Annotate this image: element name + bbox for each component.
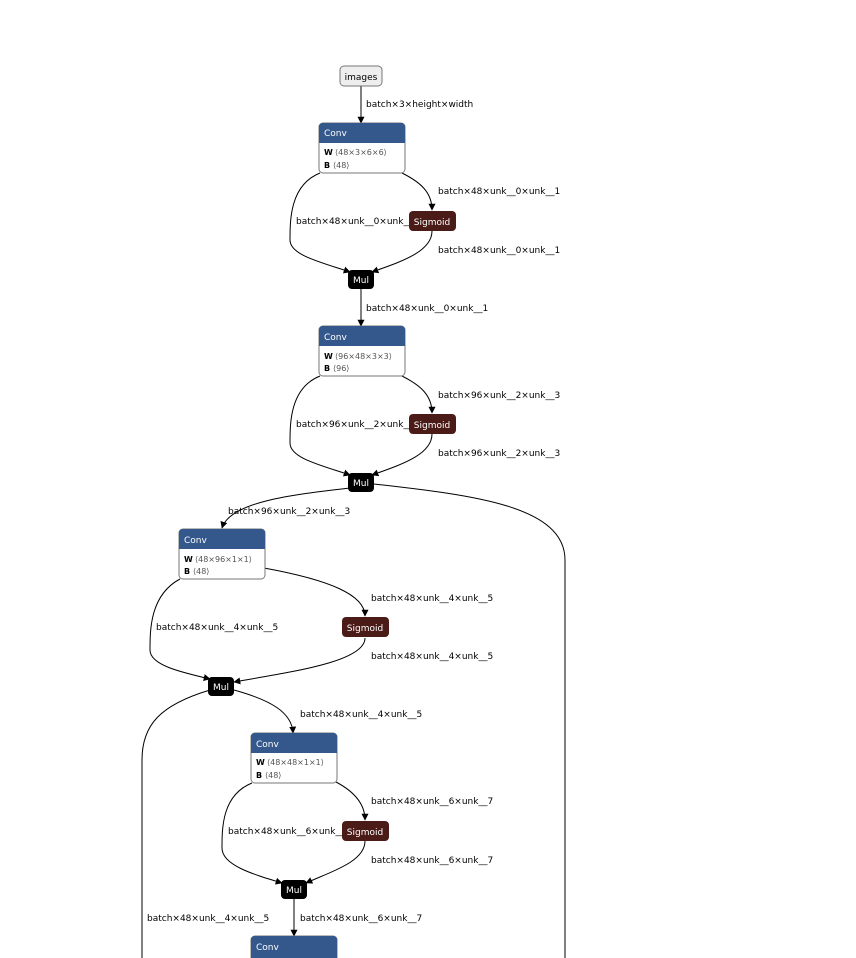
attr-key: B <box>184 567 190 576</box>
sigmoid-node[interactable]: Sigmoid <box>342 617 389 637</box>
mul-node[interactable]: Mul <box>348 270 374 289</box>
attr-value: ⟨96×48×3×3⟩ <box>335 352 392 361</box>
sigmoid-label: Sigmoid <box>414 218 450 228</box>
edge-label: batch×48×unk__0×unk__1 <box>366 304 488 314</box>
mul-node[interactable]: Mul <box>281 880 307 899</box>
edge <box>371 230 433 274</box>
attr-key: B <box>256 771 262 780</box>
conv-node-title: Conv <box>256 943 279 953</box>
attr-value: ⟨96⟩ <box>333 364 349 373</box>
sigmoid-node[interactable]: Sigmoid <box>409 414 456 434</box>
attr-key: W <box>184 555 193 564</box>
edge-label: batch×48×unk__4×unk__5 <box>300 710 422 720</box>
attr-key: B <box>324 161 330 170</box>
conv-node[interactable]: Conv W ⟨96×48×3×3⟩ B ⟨96⟩ <box>318 325 406 377</box>
attr-key: W <box>324 352 333 361</box>
edge-labels: batch×3×height×width batch×48×unk__0×unk… <box>147 100 560 924</box>
attr-value: ⟨48×48×1×1⟩ <box>267 758 324 767</box>
edge <box>289 375 351 477</box>
mul-node[interactable]: Mul <box>208 677 234 696</box>
edge-label: batch×48×unk__4×unk__5 <box>371 594 493 604</box>
edge <box>233 689 297 734</box>
attr-key: B <box>324 364 330 373</box>
mul-label: Mul <box>353 479 369 489</box>
conv-node-title: Conv <box>324 129 347 139</box>
mul-label: Mul <box>353 276 369 286</box>
sigmoid-label: Sigmoid <box>414 421 450 431</box>
edge-label: batch×48×unk__6×unk__7 <box>371 856 493 866</box>
edge <box>220 487 351 529</box>
input-node-label: images <box>345 73 378 83</box>
input-node-images[interactable]: images <box>339 65 383 87</box>
attr-value: ⟨48⟩ <box>265 771 281 780</box>
conv-node[interactable]: Conv W ⟨48×96×1×1⟩ B ⟨48⟩ <box>178 528 266 580</box>
sigmoid-label: Sigmoid <box>347 624 383 634</box>
edge <box>149 578 211 681</box>
conv-node[interactable]: Conv W ⟨48×3×6×6⟩ B ⟨48⟩ <box>318 122 406 174</box>
edge-label: batch×48×unk__6×unk__7 <box>300 914 422 924</box>
conv-node-title: Conv <box>324 333 347 343</box>
edge-label: batch×3×height×width <box>366 100 473 110</box>
edge <box>401 375 436 414</box>
edge <box>305 840 366 884</box>
mul-label: Mul <box>286 886 302 896</box>
sigmoid-label: Sigmoid <box>347 828 383 838</box>
edge-label: batch×96×unk__2×unk__3 <box>438 449 560 459</box>
sigmoid-node[interactable]: Sigmoid <box>342 821 389 841</box>
edge-label: batch×96×unk__2×unk__3 <box>438 391 560 401</box>
edge <box>221 782 283 885</box>
attr-value: ⟨48⟩ <box>333 161 349 170</box>
conv-node-title: Conv <box>184 536 207 546</box>
edge-label: batch×96×unk__2×unk__3 <box>296 420 418 430</box>
mul-label: Mul <box>213 683 229 693</box>
attr-value: ⟨48⟩ <box>193 567 209 576</box>
attr-value: ⟨48×96×1×1⟩ <box>195 555 252 564</box>
attr-key: W <box>256 758 265 767</box>
edge-label: batch×48×unk__0×unk__1 <box>438 246 560 256</box>
attr-key: W <box>324 148 333 157</box>
edge-label: batch×96×unk__2×unk__3 <box>228 507 350 517</box>
edge-label: batch×48×unk__4×unk__5 <box>156 623 278 633</box>
conv-node[interactable]: Conv <box>250 935 338 958</box>
edges <box>141 86 566 958</box>
edge-label: batch×48×unk__4×unk__5 <box>147 914 269 924</box>
conv-node[interactable]: Conv W ⟨48×48×1×1⟩ B ⟨48⟩ <box>250 732 338 784</box>
edge-label: batch×48×unk__0×unk__1 <box>438 187 560 197</box>
mul-node[interactable]: Mul <box>348 473 374 492</box>
edge <box>371 433 433 477</box>
edge <box>233 637 366 685</box>
edge-label: batch×48×unk__0×unk__1 <box>296 217 418 227</box>
edge-label: batch×48×unk__6×unk__7 <box>228 827 350 837</box>
edge-label: batch×48×unk__4×unk__5 <box>371 652 493 662</box>
edge <box>289 172 351 274</box>
edge <box>335 781 369 821</box>
edge <box>373 483 566 958</box>
edge <box>263 567 369 617</box>
edge <box>141 689 211 958</box>
edge-label: batch×48×unk__6×unk__7 <box>371 797 493 807</box>
sigmoid-node[interactable]: Sigmoid <box>409 211 456 231</box>
edge <box>401 172 436 211</box>
attr-value: ⟨48×3×6×6⟩ <box>335 148 387 157</box>
conv-node-title: Conv <box>256 740 279 750</box>
